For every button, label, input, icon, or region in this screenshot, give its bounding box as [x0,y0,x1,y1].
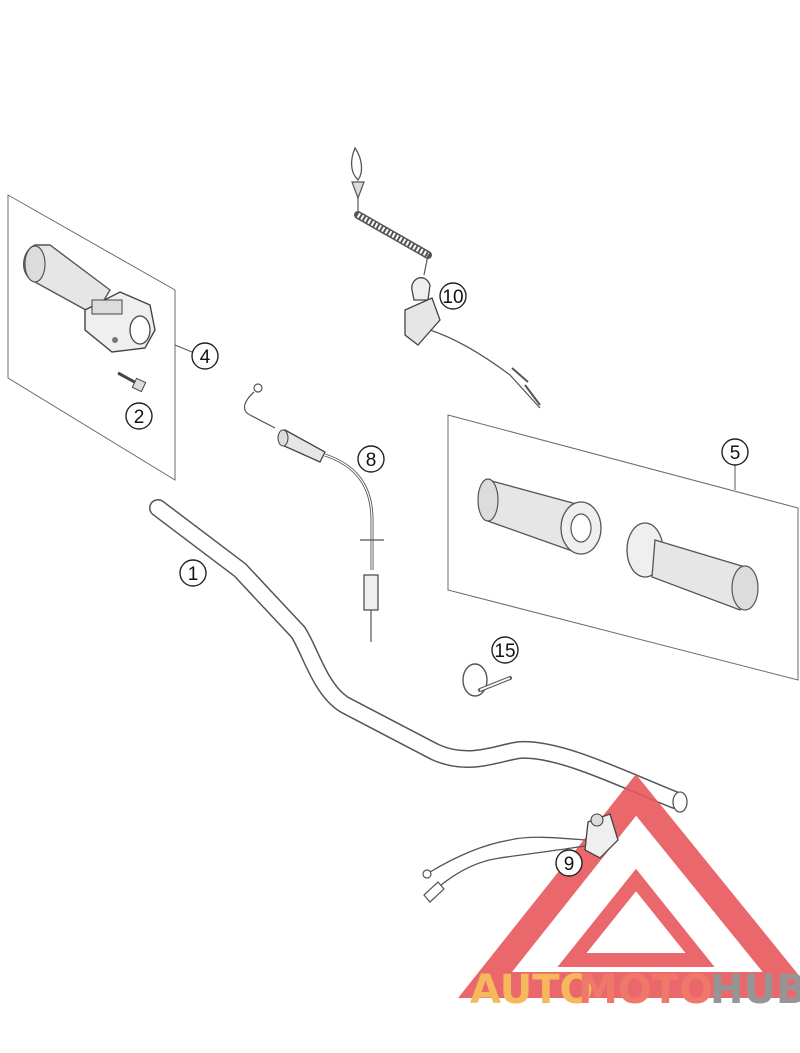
automotohub-logo: AUTO MOTO HUB [458,774,800,1013]
callout-10: 10 [439,282,467,310]
svg-text:AUTO: AUTO [470,967,594,1013]
svg-text:HUB: HUB [710,967,800,1013]
svg-text:15: 15 [494,641,515,662]
throttle-cable [243,383,384,642]
svg-text:1: 1 [188,564,199,585]
callout-15: 15 [491,636,519,664]
callout-5: 5 [721,438,749,466]
grip-assembly-panel [7,194,193,481]
bolt [117,371,147,393]
svg-text:MOTO: MOTO [578,967,713,1013]
cable-tie [462,663,512,697]
svg-text:5: 5 [730,443,741,464]
callout-2: 2 [125,402,153,430]
left-grip [23,244,111,316]
svg-text:4: 4 [200,347,211,368]
switch-with-wires [422,813,619,903]
handlebar [149,499,688,813]
kill-switch-lanyard [350,146,541,409]
grip-right-piece [626,522,759,611]
svg-text:8: 8 [366,450,377,471]
svg-text:10: 10 [442,287,463,308]
svg-text:2: 2 [134,407,145,428]
callout-4: 4 [191,342,219,370]
grip-left-piece [477,478,602,555]
callout-1: 1 [179,559,207,587]
callout-8: 8 [357,445,385,473]
svg-text:9: 9 [564,854,575,875]
throttle-housing [84,291,156,353]
grips-panel [447,414,799,681]
callout-9: 9 [555,849,583,877]
